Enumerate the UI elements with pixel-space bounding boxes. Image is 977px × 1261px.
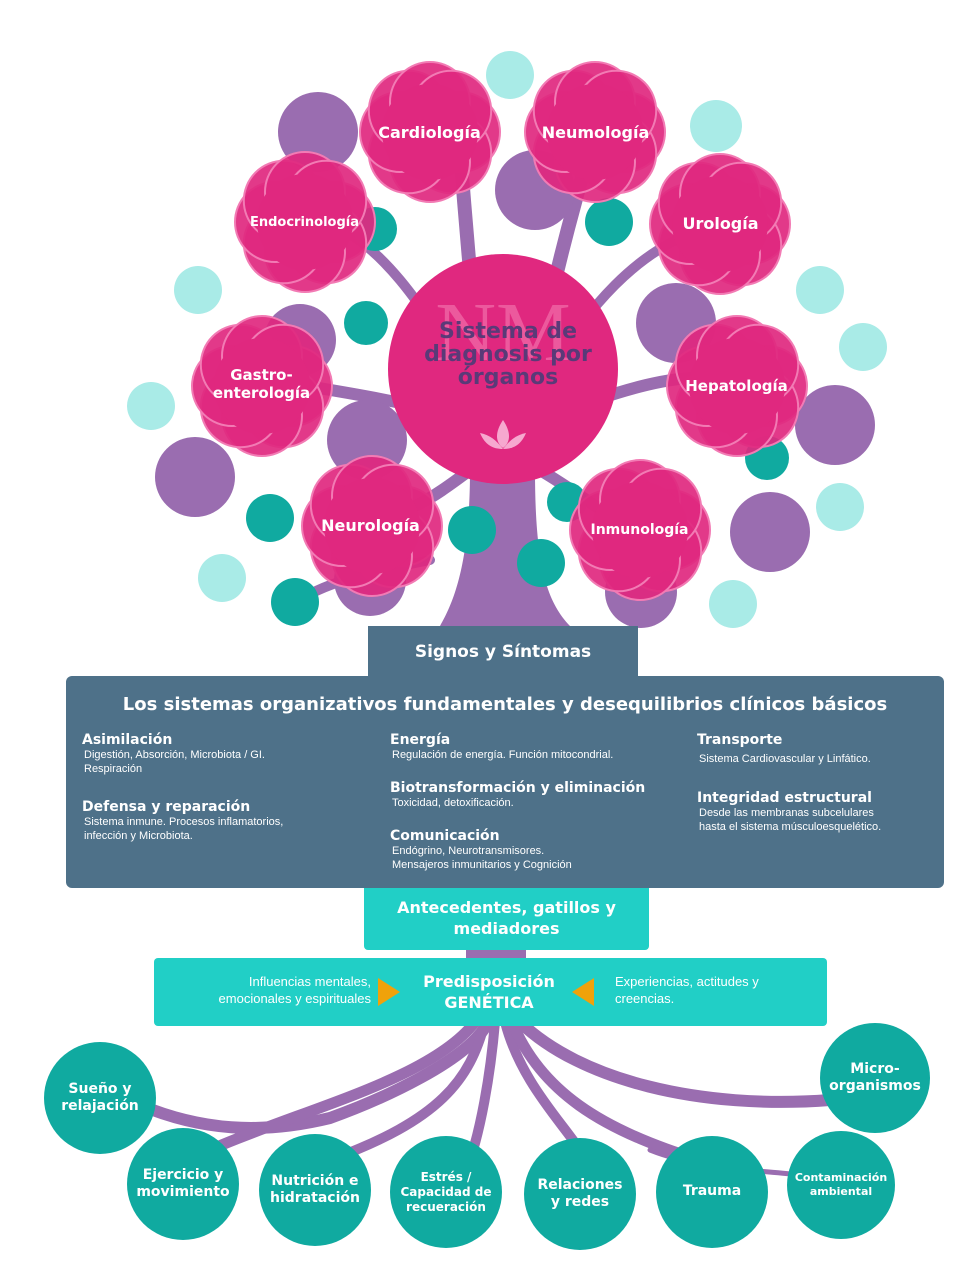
system-title: Integridad estructural: [697, 790, 872, 806]
center-circle: [388, 254, 618, 484]
center-title: Sistema de diagnosis por órganos: [424, 319, 592, 391]
root-estres[interactable]: Estrés / Capacidad de recueración: [390, 1136, 502, 1248]
system-desc: Desde las membranas subcelulares hasta e…: [699, 807, 882, 834]
system-comunicacion: Comunicación Endógrino, Neurotransmisore…: [390, 828, 690, 873]
flower-inmunologia[interactable]: Inmunología: [590, 521, 689, 538]
system-desc: Toxicidad, detoxificación.: [392, 797, 514, 809]
system-title: Comunicación: [390, 828, 500, 844]
system-transporte: Transporte Sistema Cardiovascular y Linf…: [697, 732, 937, 766]
flower-cardiologia[interactable]: Cardiología: [378, 123, 481, 143]
flower-neumologia[interactable]: Neumología: [541, 123, 650, 143]
nm-monogram: NM: [435, 286, 570, 379]
genetic-center-text: Predisposición GENÉTICA: [423, 972, 555, 1012]
flower-shape-inmunologia: [569, 459, 711, 601]
genetic-box: Influencias mentales, emocionales y espi…: [154, 958, 827, 1026]
trunk-connector: [466, 948, 526, 960]
flower-shape-neurologia: [301, 455, 443, 597]
root-microorganismos[interactable]: Micro- organismos: [820, 1023, 930, 1133]
flower-shape-endocrinologia: [234, 151, 376, 293]
system-defensa: Defensa y reparación Sistema inmune. Pro…: [82, 799, 382, 844]
arrow-left-icon: [572, 978, 594, 1006]
system-energia: Energía Regulación de energía. Función m…: [390, 732, 690, 762]
flower-neurologia[interactable]: Neurología: [321, 516, 420, 536]
root-trauma[interactable]: Trauma: [656, 1136, 768, 1248]
flower-endocrinologia[interactable]: Endocrinología: [249, 215, 360, 231]
flower-urologia[interactable]: Urología: [682, 214, 759, 234]
system-desc: Endógrino, Neurotransmisores. Mensajeros…: [392, 845, 572, 872]
systems-panel: Los sistemas organizativos fundamentales…: [66, 676, 944, 888]
genetic-right-text: Experiencias, actitudes y creencias.: [615, 974, 759, 1006]
root-sueno[interactable]: Sueño y relajación: [44, 1042, 156, 1154]
system-title: Energía: [390, 732, 451, 748]
genetic-left-text: Influencias mentales, emocionales y espi…: [218, 974, 371, 1006]
system-desc: Regulación de energía. Función mitocondr…: [392, 749, 614, 761]
system-desc: Sistema Cardiovascular y Linfático.: [699, 753, 871, 765]
root-relaciones[interactable]: Relaciones y redes: [524, 1138, 636, 1250]
system-asimilacion: Asimilación Digestión, Absorción, Microb…: [82, 732, 382, 777]
root-nutricion[interactable]: Nutrición e hidratación: [259, 1134, 371, 1246]
root-contaminacion[interactable]: Contaminación ambiental: [787, 1131, 895, 1239]
lotus-icon: [480, 420, 526, 449]
flower-shape-hepatologia: [666, 315, 808, 457]
signos-sintomas-tab: Signos y Síntomas: [368, 626, 638, 678]
flower-shape-gastroenterologia: [191, 315, 333, 457]
system-title: Biotransformación y eliminación: [390, 780, 646, 796]
flower-gastroenterologia[interactable]: Gastro- enterología: [212, 366, 311, 402]
system-integridad: Integridad estructural Desde las membran…: [697, 790, 937, 835]
systems-title: Los sistemas organizativos fundamentales…: [122, 694, 888, 715]
arrow-right-icon: [378, 978, 400, 1006]
system-title: Transporte: [697, 732, 783, 748]
flower-shape-urologia: [649, 153, 791, 295]
system-title: Asimilación: [82, 732, 173, 748]
antecedentes-box: Antecedentes, gatillos y mediadores: [364, 888, 649, 950]
system-desc: Sistema inmune. Procesos inflamatorios, …: [84, 816, 284, 843]
flower-hepatologia[interactable]: Hepatología: [685, 377, 788, 395]
root-ejercicio[interactable]: Ejercicio y movimiento: [127, 1128, 239, 1240]
system-desc: Digestión, Absorción, Microbiota / GI. R…: [84, 749, 265, 776]
flower-shape-cardiologia: [359, 61, 501, 203]
flower-shape-neumologia: [524, 61, 666, 203]
system-title: Defensa y reparación: [82, 799, 251, 815]
system-biotransformacion: Biotransformación y eliminación Toxicida…: [390, 780, 690, 810]
roots-graphic: [134, 1016, 836, 1178]
